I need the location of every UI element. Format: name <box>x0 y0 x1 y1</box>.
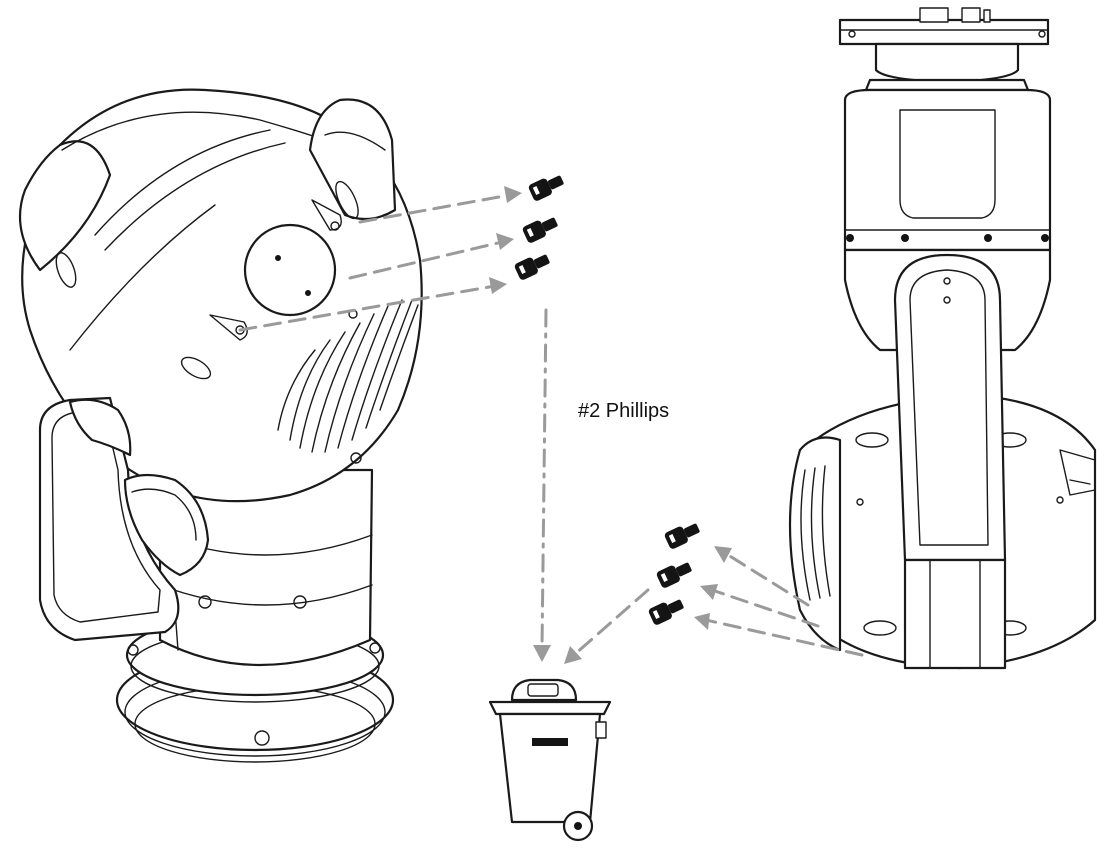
tool-label: #2 Phillips <box>578 400 670 422</box>
camera-head <box>18 88 423 503</box>
arrow-right-screw-3 <box>704 618 864 657</box>
arrow-left-screw-3 <box>238 284 497 332</box>
camera-yoke <box>38 396 210 642</box>
arrow-to-bin-right <box>572 588 650 657</box>
screw-icon <box>522 217 558 243</box>
screw-icon <box>664 523 700 549</box>
arrow-to-bin-left <box>540 308 548 650</box>
trash-bin-icon <box>488 678 612 842</box>
screw-group-lower <box>648 523 700 625</box>
mounting-plate <box>838 7 1050 92</box>
arrow-right-screw-2 <box>710 588 820 628</box>
screw-icon <box>528 175 564 201</box>
screw-icon <box>656 562 692 588</box>
arrow-left-screw-1 <box>358 193 512 224</box>
screw-group-upper <box>514 175 564 280</box>
arrow-left-screw-2 <box>348 240 504 280</box>
right-camera-illustration <box>788 7 1097 670</box>
left-camera-illustration <box>18 88 423 763</box>
screw-icon <box>514 254 550 280</box>
camera-yoke-arm <box>893 253 1007 670</box>
arrow-right-screw-1 <box>723 551 810 607</box>
removal-arrows <box>238 186 864 664</box>
screw-icon <box>648 599 684 625</box>
